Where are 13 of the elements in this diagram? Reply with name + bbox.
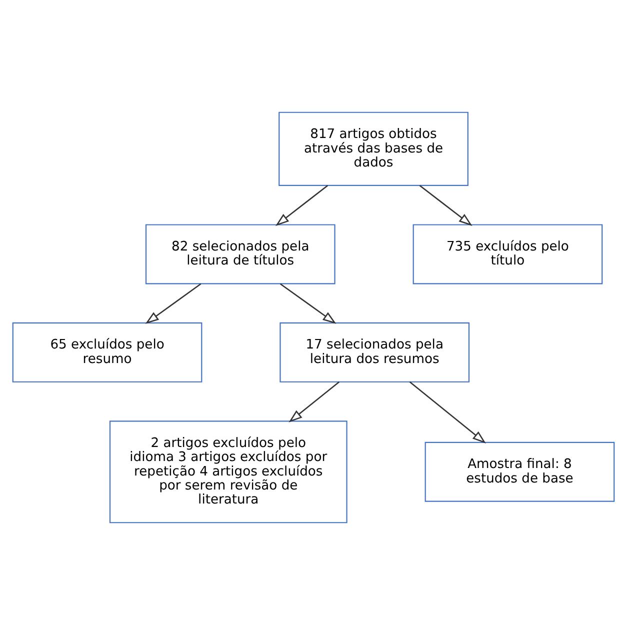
arrow — [409, 381, 486, 444]
node-box: Amostra final: 8 estudos de base — [424, 442, 615, 502]
node-box: 2 artigos excluídos pelo idioma 3 artigos excluídos por repetição 4 artigos excluídos por serem revisão de literatura — [109, 420, 348, 524]
node-box: 817 artigos obtidos através das bases de dados — [278, 112, 468, 186]
node-box: 17 selecionados pela leitura dos resumos — [280, 322, 470, 382]
arrow — [275, 184, 328, 226]
arrow — [280, 283, 336, 324]
node-box: 82 selecionados pela leitura de títulos — [145, 224, 336, 284]
node-box: 65 excluídos pelo resumo — [12, 322, 202, 382]
node-box: 735 excluídos pelo título — [412, 224, 603, 284]
arrow — [288, 381, 340, 422]
arrow — [419, 184, 472, 226]
arrow — [145, 283, 202, 324]
